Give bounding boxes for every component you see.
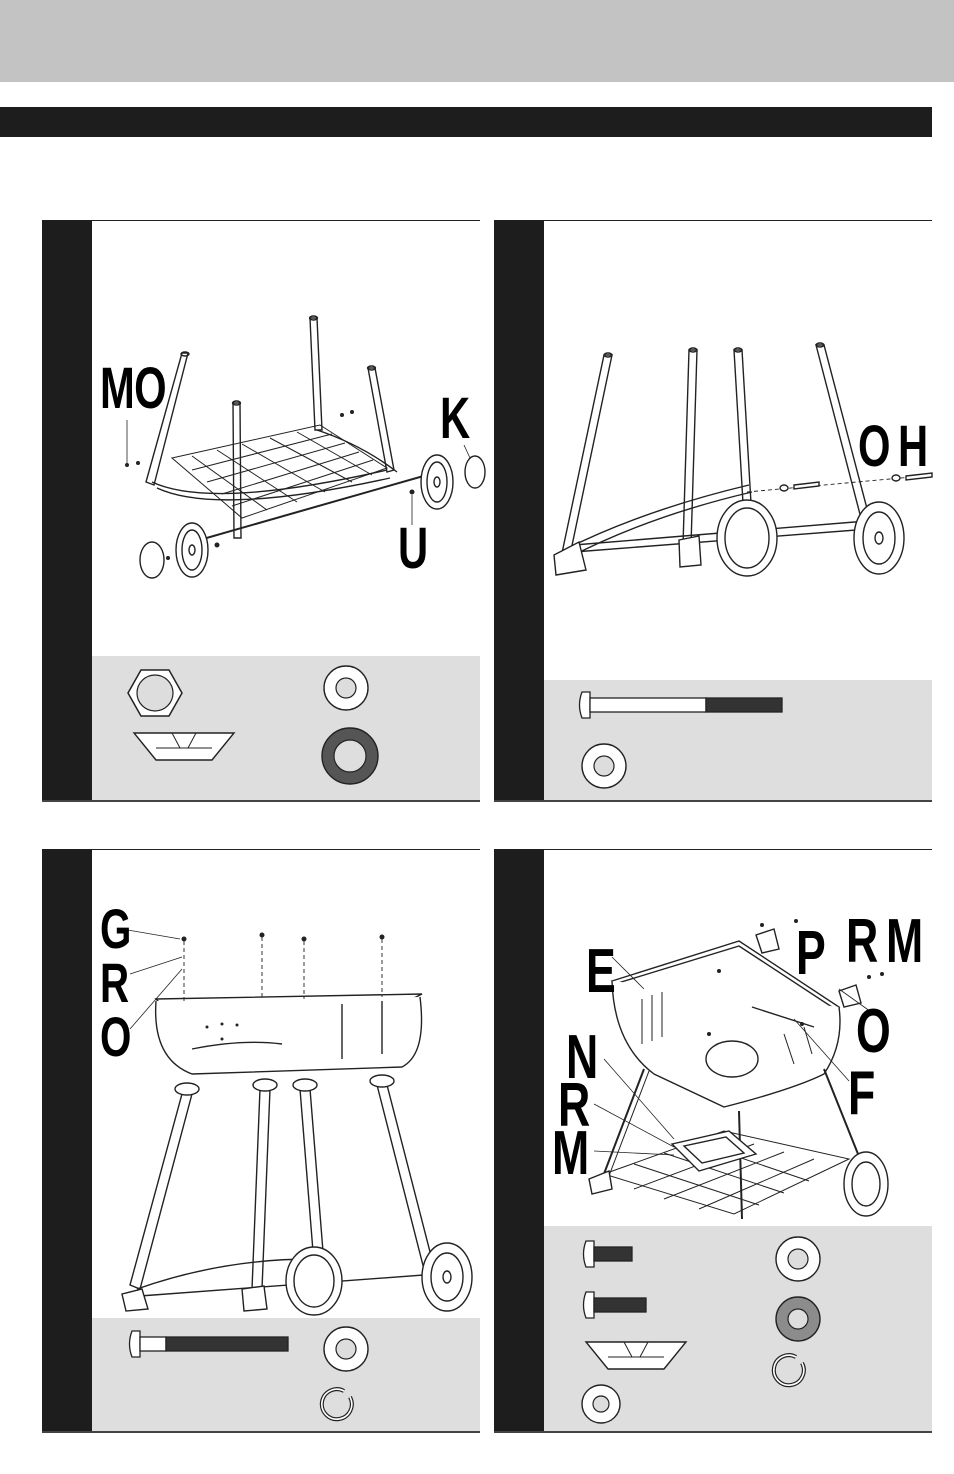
leg-back-left: [310, 316, 323, 430]
wheel-front: [286, 1247, 342, 1315]
wheel: [844, 1152, 888, 1216]
callout-u: U: [398, 520, 427, 578]
callout-r: R: [846, 911, 878, 973]
lock-washer-part: [322, 1387, 358, 1423]
step-panel-2: O H: [494, 220, 932, 802]
header-band: [0, 0, 954, 82]
hubcap-right: [465, 456, 485, 488]
wheel-left: [140, 523, 208, 578]
lock-washer-part: [774, 1353, 810, 1389]
leg-3: [293, 1079, 324, 1264]
panel-bottom-rule: [494, 800, 932, 802]
medium-bolt-part: [580, 1290, 648, 1320]
leg-4: [370, 1075, 437, 1281]
axle-bolt-part: [576, 690, 786, 720]
ash-pan-bracket: [672, 1131, 756, 1171]
panel-bottom-rule: [494, 1431, 932, 1433]
callout-h: H: [898, 418, 927, 476]
leg-2: [683, 348, 697, 545]
panel-bottom-rule: [42, 1431, 480, 1433]
large-washer-part: [320, 726, 380, 786]
wheel-back: [422, 1243, 472, 1311]
callout-k: K: [440, 390, 469, 448]
step-panel-3: G R O: [42, 849, 480, 1433]
callout-e: E: [586, 941, 615, 1003]
washer-part: [774, 1235, 822, 1283]
flat-washer-part: [580, 1383, 622, 1425]
bracket-part: [584, 1339, 688, 1373]
callout-r: R: [100, 955, 128, 1011]
hubcap-left: [140, 542, 164, 578]
leg-front-mid: [233, 401, 242, 538]
washer-part: [322, 1325, 370, 1373]
bottom-grid: [172, 425, 387, 518]
axle-washer-part: [580, 742, 628, 790]
hex-nut-part: [127, 668, 183, 718]
leg-2: [252, 1079, 277, 1289]
callout-p: P: [796, 923, 825, 985]
callout-mo: MO: [100, 360, 166, 418]
bracket-part: [132, 730, 236, 764]
callout-o: O: [100, 1009, 131, 1065]
wheel-back: [854, 502, 904, 574]
callout-o: O: [856, 1001, 890, 1063]
panel-bottom-rule: [42, 800, 480, 802]
grey-washer-part: [774, 1295, 822, 1343]
callout-m: M: [552, 1123, 588, 1185]
wheel-front: [717, 500, 777, 576]
callout-m: M: [886, 911, 922, 973]
leg-1: [562, 353, 612, 555]
cart-frame-diagram: [42, 220, 480, 656]
callout-o: O: [858, 418, 890, 476]
callout-g: G: [100, 901, 131, 957]
foot-mid: [679, 536, 701, 567]
bolt-part: [126, 1329, 292, 1359]
callout-f: F: [848, 1063, 875, 1125]
wheel-right: [421, 455, 485, 509]
section-title-bar: [0, 107, 932, 137]
foot-left: [554, 542, 586, 575]
flat-washer-part: [322, 664, 370, 712]
leg-1: [130, 1083, 199, 1289]
leg-back-right: [368, 366, 395, 472]
step-panel-1: MO K U: [42, 220, 480, 802]
charcoal-bowl: [156, 994, 422, 1074]
short-bolt-part: [580, 1239, 636, 1269]
step-panel-4: P R M E N R M O F: [494, 849, 932, 1433]
